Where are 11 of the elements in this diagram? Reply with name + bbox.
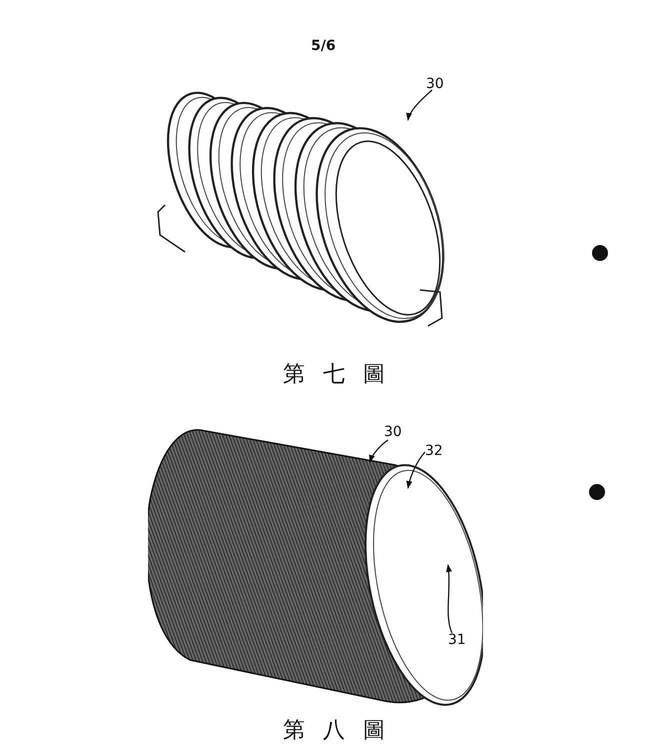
- leader-line: [369, 440, 388, 463]
- figure-caption: 第八圖: [283, 718, 403, 744]
- figure-caption: 第七圖: [283, 362, 403, 388]
- callout-number: 31: [448, 632, 466, 648]
- page-number: 5/6: [311, 38, 336, 54]
- callout-number: 32: [425, 443, 443, 459]
- leader-line: [406, 452, 426, 489]
- callout-number: 30: [384, 424, 402, 440]
- callout-number: 30: [426, 76, 444, 92]
- leader-line: [446, 564, 453, 634]
- leader-line: [406, 90, 432, 121]
